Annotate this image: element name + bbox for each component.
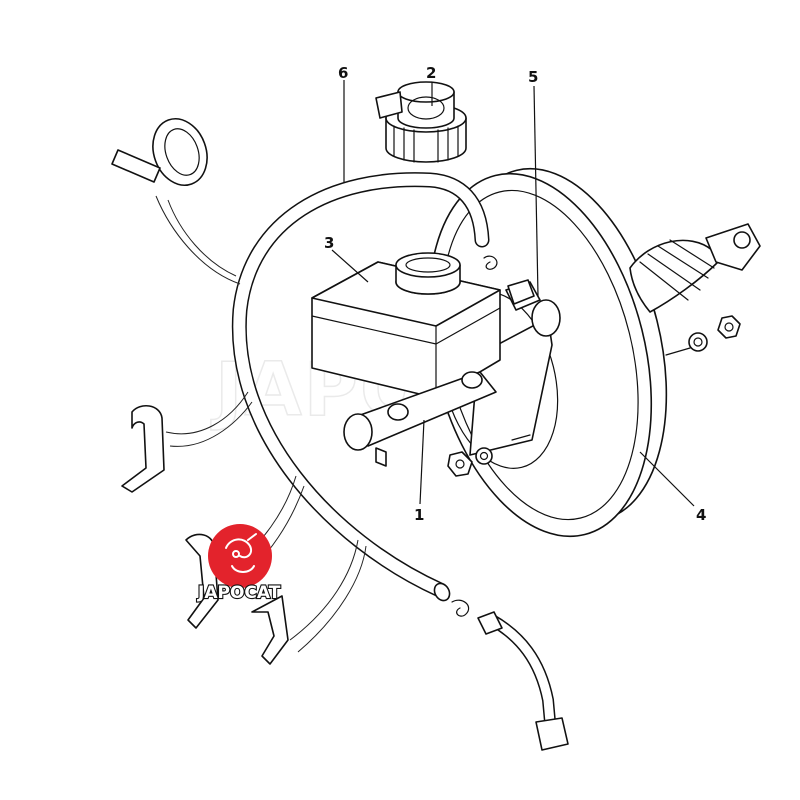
vacuum-hose [231,172,498,602]
label-part-5: 5 [528,68,538,86]
reservoir-cap [375,81,467,163]
cable-tie-clip [111,118,208,186]
brake-pipe-fitting [451,599,569,751]
label-part-2: 2 [426,64,436,82]
label-part-1: 1 [414,506,424,524]
logo-emblem-icon [225,533,257,573]
label-part-6: 6 [338,64,348,82]
brake-booster [427,167,761,538]
hose-bracket-clip-3 [251,595,289,665]
label-part-4: 4 [696,506,706,524]
clip-leader-lines [155,195,367,653]
label-part-3: 3 [324,234,334,252]
fluid-reservoir [311,252,501,399]
leader-lines [331,80,695,507]
logo-text: JAPOCAT [197,583,281,603]
check-valve [507,279,535,305]
hose-bracket-clip-1 [121,405,165,493]
japocat-logo: JAPOCAT [196,524,282,604]
